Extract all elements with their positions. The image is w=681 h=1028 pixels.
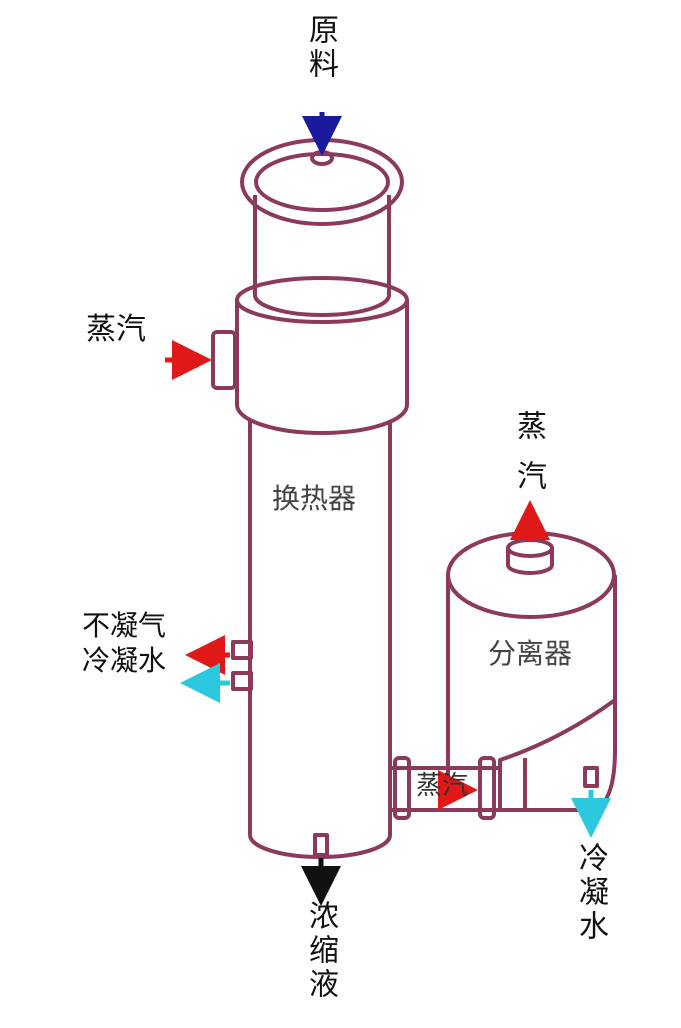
bottom-outlet bbox=[313, 833, 329, 857]
concentrate-label: 浓缩液 bbox=[303, 900, 338, 1002]
feed-label: 原料 bbox=[303, 14, 338, 82]
steam-jacket-rim bbox=[235, 276, 409, 324]
feed-nozzle bbox=[310, 150, 334, 166]
heat-exchanger-label: 换热器 bbox=[272, 482, 357, 515]
separator-label: 分离器 bbox=[488, 637, 573, 670]
steam-inlet-flange bbox=[211, 330, 237, 390]
steam-out-label: 蒸汽 bbox=[511, 410, 546, 510]
steam-pipe-label: 蒸汽 bbox=[416, 771, 469, 801]
side-nozzle-bottom bbox=[231, 671, 253, 691]
separator-nozzle bbox=[506, 538, 554, 558]
steam-jacket bbox=[235, 300, 409, 435]
pipe-flange-right bbox=[478, 756, 496, 820]
separator-top bbox=[446, 531, 616, 619]
flow-arrows bbox=[165, 112, 611, 906]
top-drum bbox=[253, 195, 391, 317]
pipe-flange-left bbox=[393, 756, 411, 820]
steam-in-label: 蒸汽 bbox=[86, 312, 146, 347]
condensate-right-label: 冷凝水 bbox=[573, 842, 608, 944]
separator-nozzle-body bbox=[506, 548, 554, 575]
separator-drain bbox=[583, 766, 599, 788]
condensate-left-label: 冷凝水 bbox=[82, 644, 167, 677]
separator-body bbox=[446, 575, 617, 780]
separator-jacket bbox=[498, 698, 617, 812]
noncondensable-label: 不凝气 bbox=[82, 609, 167, 642]
side-nozzle-top bbox=[231, 640, 253, 660]
